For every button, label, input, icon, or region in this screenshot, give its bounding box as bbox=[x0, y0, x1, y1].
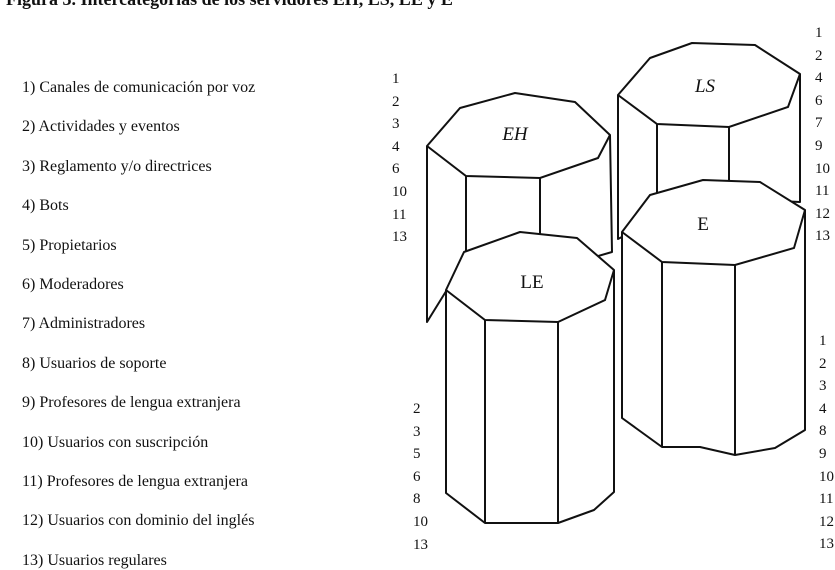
category-number: 9 bbox=[815, 137, 823, 154]
category-number: 13 bbox=[392, 229, 407, 246]
prism-le-body bbox=[445, 231, 615, 524]
category-number: 3 bbox=[819, 378, 827, 395]
category-number: 13 bbox=[819, 536, 834, 553]
category-number: 4 bbox=[819, 400, 827, 417]
legend-item: 2) Actividades y eventos bbox=[22, 118, 180, 136]
category-number: 13 bbox=[413, 536, 428, 553]
legend-item: 13) Usuarios regulares bbox=[22, 551, 167, 569]
category-number: 2 bbox=[815, 47, 823, 64]
legend-item: 6) Moderadores bbox=[22, 275, 124, 293]
legend-item: 10) Usuarios con suscripción bbox=[22, 433, 209, 451]
category-number: 9 bbox=[819, 445, 827, 462]
prism-e: E bbox=[621, 179, 806, 456]
category-number: 2 bbox=[413, 401, 421, 417]
category-number: 5 bbox=[413, 446, 421, 463]
category-number: 2 bbox=[392, 93, 400, 110]
legend-item: 3) Reglamento y/o directrices bbox=[22, 157, 212, 175]
prism-label-e: E bbox=[697, 214, 709, 235]
category-number: 4 bbox=[392, 138, 400, 155]
category-number: 10 bbox=[819, 468, 834, 485]
category-number: 10 bbox=[413, 513, 428, 530]
category-number: 2 bbox=[819, 355, 827, 372]
category-number: 1 bbox=[815, 25, 823, 41]
category-number: 3 bbox=[392, 116, 400, 133]
legend-item: 7) Administradores bbox=[22, 315, 146, 333]
category-number: 6 bbox=[815, 92, 823, 109]
category-number: 13 bbox=[815, 228, 830, 245]
category-number: 8 bbox=[819, 423, 827, 440]
le-category-list: 2 3 5 6 8 10 13 bbox=[413, 398, 428, 556]
prism-label-ls: LS bbox=[694, 76, 716, 97]
figure-caption: Figura 3. Intercategorías de los servido… bbox=[6, 0, 453, 10]
category-number: 6 bbox=[413, 468, 421, 485]
prism-label-le: LE bbox=[520, 272, 543, 293]
category-number: 11 bbox=[815, 183, 830, 200]
prism-eh: EH bbox=[426, 92, 613, 323]
category-number: 3 bbox=[413, 423, 421, 440]
legend-item: 1) Canales de comunicación por voz bbox=[22, 79, 256, 96]
category-number: 1 bbox=[819, 333, 827, 349]
category-number: 1 bbox=[392, 71, 400, 87]
eh-category-list: 1 2 3 4 6 10 11 13 bbox=[392, 68, 407, 249]
category-number: 10 bbox=[392, 183, 407, 200]
legend-item: 5) Propietarios bbox=[22, 236, 117, 254]
category-number: 8 bbox=[413, 491, 421, 508]
category-number: 12 bbox=[819, 513, 834, 530]
category-number: 12 bbox=[815, 205, 830, 222]
category-number: 11 bbox=[819, 491, 834, 508]
e-category-list: 1 2 3 4 8 9 10 11 12 13 bbox=[819, 330, 834, 556]
prism-label-eh: EH bbox=[501, 124, 529, 145]
category-number: 4 bbox=[815, 70, 823, 87]
ls-category-list: 1 2 4 6 7 9 10 11 12 13 bbox=[815, 22, 830, 248]
legend-item: 4) Bots bbox=[22, 197, 69, 215]
category-legend: 1) Canales de comunicación por voz 2) Ac… bbox=[22, 74, 255, 570]
category-number: 6 bbox=[392, 161, 400, 178]
prism-e-body bbox=[621, 179, 806, 456]
category-number: 7 bbox=[815, 115, 823, 132]
category-number: 10 bbox=[815, 160, 830, 177]
legend-item: 12) Usuarios con dominio del inglés bbox=[22, 512, 255, 530]
legend-item: 8) Usuarios de soporte bbox=[22, 354, 167, 372]
legend-item: 11) Profesores de lengua extranjera bbox=[22, 472, 248, 490]
legend-item: 9) Profesores de lengua extranjera bbox=[22, 394, 241, 412]
category-number: 11 bbox=[392, 206, 407, 223]
prism-le: LE bbox=[445, 231, 615, 524]
